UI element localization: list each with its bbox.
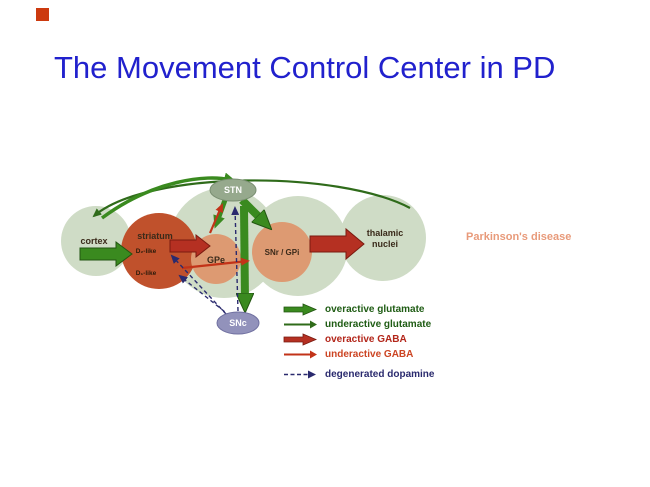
snc-to-striatum-d2-dopamine-arrow bbox=[170, 254, 227, 315]
snc-to-stn-dopamine-arrow bbox=[231, 206, 240, 312]
gpe-to-stn-gaba-arrow bbox=[208, 203, 224, 234]
snc-to-striatum-d1-dopamine-arrow bbox=[178, 274, 231, 317]
legend-item-overactive-gaba: overactive GABA bbox=[283, 333, 453, 346]
striatum-label: striatum bbox=[137, 231, 173, 241]
striatum-to-snr-gaba-arrow bbox=[181, 257, 250, 270]
thalamic-nuclei-label-line1: thalamic bbox=[367, 228, 404, 238]
legend-label: underactive GABA bbox=[325, 349, 414, 360]
stn-node bbox=[209, 178, 257, 202]
cortex-to-striatum-glutamate-arrow bbox=[79, 241, 133, 267]
legend-label: overactive GABA bbox=[325, 334, 407, 345]
legend-item-degenerated-dopamine: degenerated dopamine bbox=[283, 368, 453, 381]
d1-receptor-label: D₁-like bbox=[136, 270, 157, 277]
striatum-to-gpe-gaba-arrow bbox=[169, 233, 211, 259]
legend-item-underactive-glutamate: underactive glutamate bbox=[283, 318, 453, 331]
cortex-label: cortex bbox=[80, 236, 107, 246]
page-title: The Movement Control Center in PD bbox=[54, 50, 556, 85]
thick-red-arrow-icon bbox=[283, 333, 318, 346]
d2-receptor-label: D₂-like bbox=[136, 248, 157, 255]
legend-label: underactive glutamate bbox=[325, 319, 432, 330]
basal-ganglia-diagram: cortex striatum D₂-like D₁-like GPe SNr … bbox=[61, 172, 426, 335]
legend: overactive glutamate underactive glutama… bbox=[283, 303, 453, 383]
thalamic-nuclei-node bbox=[340, 195, 426, 281]
legend-label: overactive glutamate bbox=[325, 304, 425, 315]
striatum-node bbox=[121, 213, 197, 289]
snc-label: SNc bbox=[229, 318, 247, 328]
legend-label: degenerated dopamine bbox=[325, 369, 435, 380]
cortex-to-stn-glutamate-arrow bbox=[100, 172, 237, 220]
dashed-navy-arrow-icon bbox=[284, 370, 316, 379]
legend-item-underactive-gaba: underactive GABA bbox=[283, 348, 453, 361]
parkinsons-disease-label: Parkinson's disease bbox=[466, 231, 572, 243]
snr-to-thalamus-gaba-arrow bbox=[309, 227, 365, 261]
thin-green-arrow-icon bbox=[284, 320, 317, 329]
snr-gpi-node bbox=[252, 222, 312, 282]
thin-red-arrow-icon bbox=[284, 350, 317, 359]
stn-to-snc-glutamate-arrow bbox=[244, 205, 245, 302]
gpe-label: GPe bbox=[207, 255, 225, 265]
stn-to-snr-glutamate-arrow bbox=[239, 197, 264, 222]
thick-green-arrow-icon bbox=[283, 303, 318, 316]
bullet-square bbox=[36, 8, 49, 21]
legend-item-overactive-glutamate: overactive glutamate bbox=[283, 303, 453, 316]
thalamic-nuclei-label-line2: nuclei bbox=[372, 239, 398, 249]
snc-node bbox=[216, 311, 260, 335]
snr-gpi-label: SNr / GPi bbox=[265, 248, 300, 257]
stn-label: STN bbox=[224, 185, 242, 195]
